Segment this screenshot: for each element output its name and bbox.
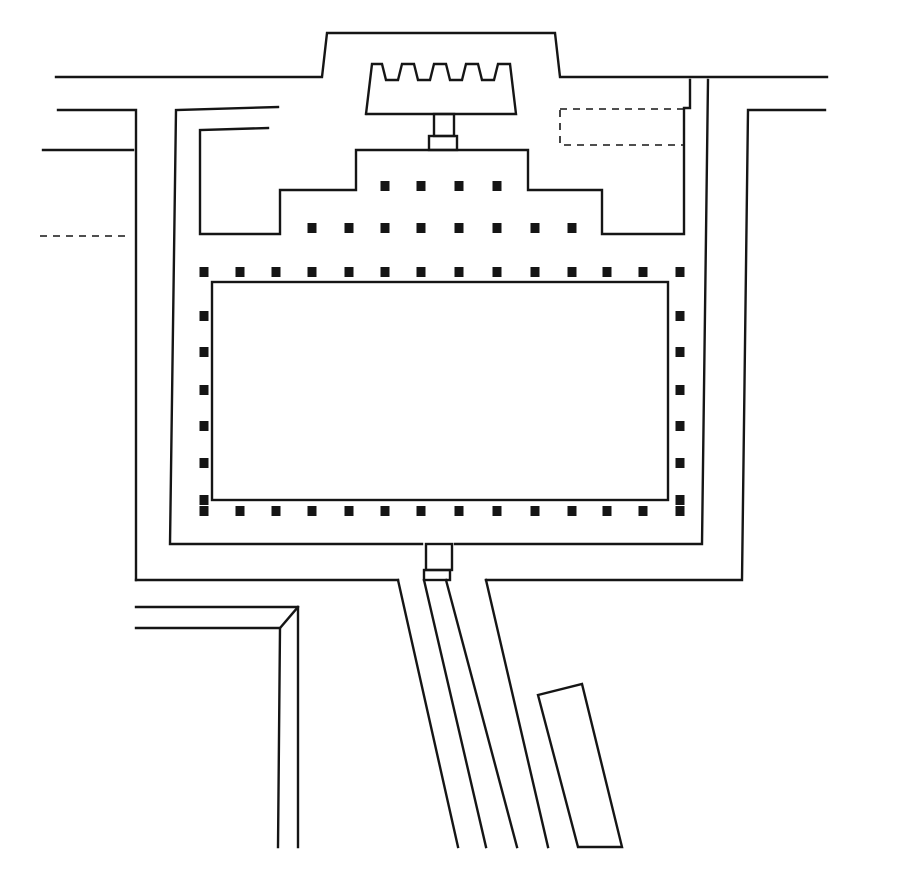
altar-structure xyxy=(364,62,518,152)
column-north-row xyxy=(530,267,540,277)
precinct-east-wall-outer xyxy=(453,78,710,546)
precinct-enclosure xyxy=(168,78,710,546)
column-west-row xyxy=(199,311,209,321)
column-east-row xyxy=(675,495,685,505)
column-west-row xyxy=(199,495,209,505)
column-middle-row xyxy=(454,223,464,233)
southwest-block-inner xyxy=(134,626,282,849)
column-west-row xyxy=(199,421,209,431)
column-upper-row xyxy=(492,181,502,191)
column-middle-row xyxy=(530,223,540,233)
avenue-east-wall xyxy=(484,578,550,849)
column-upper-row xyxy=(380,181,390,191)
column-upper-row xyxy=(416,181,426,191)
north-outer-wall xyxy=(54,31,829,79)
north-boundary-walls xyxy=(41,31,829,582)
northwest-wing-wall xyxy=(56,108,138,582)
column-north-row xyxy=(199,267,209,277)
column-south-row xyxy=(344,506,354,516)
gate-post xyxy=(424,542,454,572)
column-middle-row xyxy=(380,223,390,233)
precinct-west-wall xyxy=(168,105,424,546)
southeast-slab xyxy=(536,682,624,849)
altar-base xyxy=(427,134,459,152)
column-east-row xyxy=(675,347,685,357)
column-east-row xyxy=(675,458,685,468)
dashed-room-outline xyxy=(559,108,685,146)
column-south-row xyxy=(307,506,317,516)
column-south-row xyxy=(675,506,685,516)
column-middle-row xyxy=(567,223,577,233)
column-east-row xyxy=(675,421,685,431)
precinct-east-wall xyxy=(684,78,692,110)
column-north-row xyxy=(602,267,612,277)
altar-crown xyxy=(364,62,518,116)
column-south-row xyxy=(199,506,209,516)
column-south-row xyxy=(271,506,281,516)
column-south-row xyxy=(530,506,540,516)
column-upper-row xyxy=(454,181,464,191)
column-south-row xyxy=(567,506,577,516)
column-north-row xyxy=(416,267,426,277)
column-west-row xyxy=(199,385,209,395)
column-middle-row xyxy=(307,223,317,233)
column-north-row xyxy=(344,267,354,277)
column-south-row xyxy=(416,506,426,516)
column-north-row xyxy=(235,267,245,277)
central-courtyard xyxy=(210,280,670,502)
column-south-row xyxy=(454,506,464,516)
column-north-row xyxy=(492,267,502,277)
column-east-row xyxy=(675,385,685,395)
column-south-row xyxy=(638,506,648,516)
column-south-row xyxy=(602,506,612,516)
avenue-inner-east-wall xyxy=(444,578,519,849)
column-north-row xyxy=(638,267,648,277)
column-north-row xyxy=(454,267,464,277)
column-middle-row xyxy=(344,223,354,233)
column-north-row xyxy=(271,267,281,277)
column-south-row xyxy=(380,506,390,516)
south-gate xyxy=(396,542,550,849)
precinct-inner-northwest xyxy=(198,106,686,236)
gate-threshold xyxy=(422,568,452,582)
southwest-block xyxy=(134,605,300,849)
column-north-row xyxy=(567,267,577,277)
colonnade xyxy=(199,181,685,516)
column-south-row xyxy=(492,506,502,516)
southwest-block-corner xyxy=(278,605,300,630)
column-north-row xyxy=(380,267,390,277)
column-west-row xyxy=(199,347,209,357)
column-south-row xyxy=(235,506,245,516)
column-north-row xyxy=(307,267,317,277)
column-west-row xyxy=(199,458,209,468)
avenue-inner-west-wall xyxy=(422,578,488,849)
avenue-west-wall xyxy=(396,578,460,849)
southwest-block-outer xyxy=(134,605,300,849)
dashed-features xyxy=(40,108,685,237)
column-middle-row xyxy=(416,223,426,233)
column-middle-row xyxy=(492,223,502,233)
column-east-row xyxy=(675,311,685,321)
northeast-wing-wall xyxy=(484,108,827,582)
altar-stem xyxy=(432,112,456,138)
column-north-row xyxy=(675,267,685,277)
